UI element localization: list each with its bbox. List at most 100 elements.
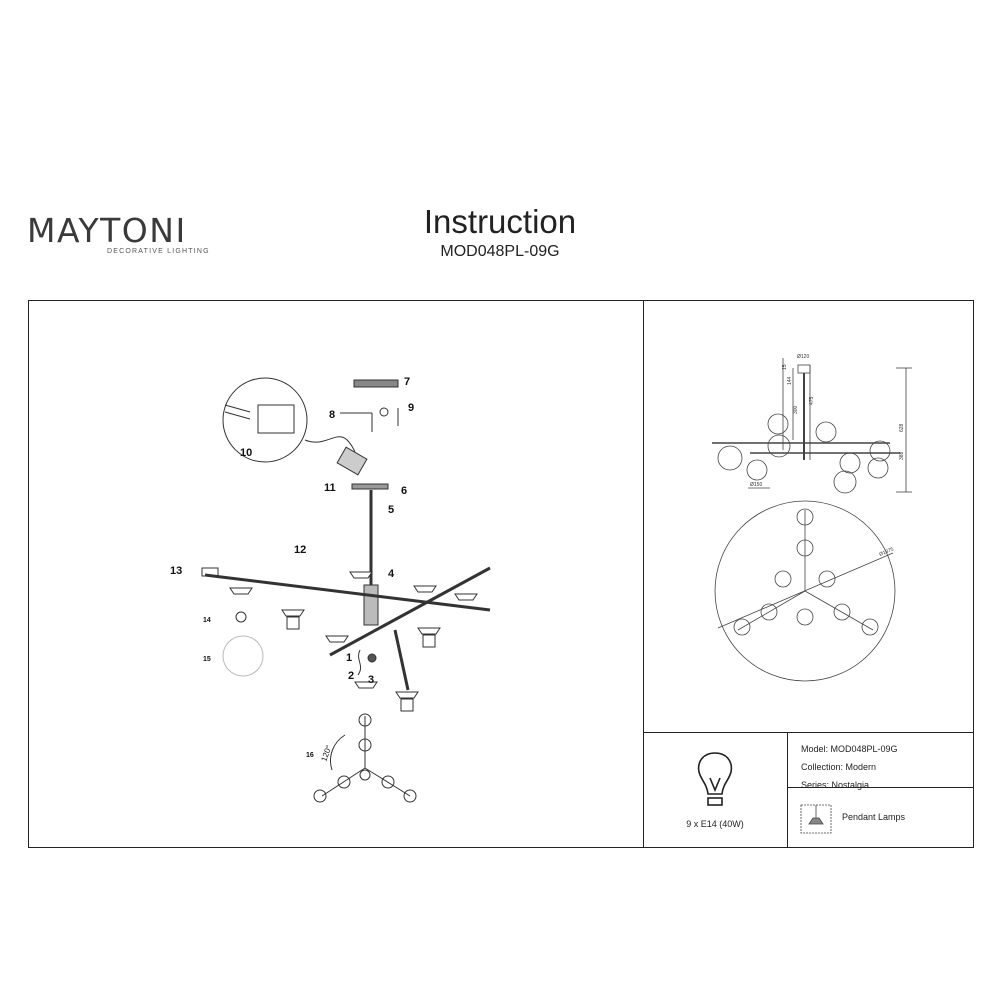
dim-label: 475 — [809, 396, 815, 405]
dim-label: Ø150 — [750, 482, 762, 488]
nut — [367, 653, 377, 663]
globe — [717, 445, 743, 471]
page-title: Instruction — [423, 203, 577, 240]
arm — [393, 629, 410, 691]
view-globe — [833, 603, 851, 621]
diameter-line — [717, 552, 894, 629]
bracket — [379, 407, 389, 417]
canopy-plate — [353, 379, 399, 388]
view-globe — [733, 618, 751, 636]
divider-horizontal — [643, 732, 974, 733]
dim-label: Ø120 — [797, 354, 809, 360]
glass-globe — [222, 635, 264, 677]
callout: 12 — [294, 544, 306, 556]
socket — [417, 627, 441, 635]
view-globe — [359, 769, 371, 781]
divider-spec-row — [787, 787, 974, 788]
globe — [869, 440, 891, 462]
callout: 8 — [329, 409, 335, 421]
dim-label: 15 — [782, 364, 788, 370]
view-globe — [760, 603, 778, 621]
callout: 4 — [388, 568, 395, 580]
angle-arc — [330, 734, 346, 771]
view-globe — [861, 618, 879, 636]
spec-category: Pendant Lamps — [842, 812, 906, 822]
dim-label: 388 — [899, 451, 905, 460]
dim-label: Ø1375 — [878, 546, 894, 557]
callout: 7 — [404, 376, 410, 388]
arm — [329, 566, 491, 657]
callout: 14 — [203, 617, 211, 624]
callout: 5 — [388, 504, 394, 516]
callout: 13 — [170, 565, 182, 577]
callout: 2 — [348, 670, 354, 682]
view-arm — [321, 767, 366, 797]
view-arm — [737, 590, 806, 631]
callout: 1 — [346, 652, 352, 664]
globe — [767, 413, 789, 435]
dim-label: 300 — [793, 405, 799, 414]
detail-bubble — [222, 377, 308, 463]
terminal-block — [257, 404, 295, 434]
view-arm — [364, 767, 411, 797]
spec-series: Series: Nostalgia — [801, 780, 870, 790]
wire — [224, 411, 251, 420]
spec-collection: Collection: Modern — [801, 762, 877, 772]
instruction-frame — [28, 300, 974, 848]
arm — [204, 573, 491, 612]
end-cap — [201, 567, 219, 577]
socket — [454, 593, 478, 601]
callout: 11 — [324, 482, 336, 494]
dim-label: 144 — [787, 376, 793, 385]
socket — [413, 585, 437, 593]
socket — [422, 634, 436, 648]
canopy — [797, 364, 811, 374]
dim-label: 628 — [899, 423, 905, 432]
view-globe — [358, 738, 372, 752]
view-globe — [818, 570, 836, 588]
junction-box — [336, 446, 368, 476]
top-view-outline — [714, 500, 896, 682]
view-globe — [774, 570, 792, 588]
globe — [867, 457, 889, 479]
callout: 6 — [401, 485, 407, 497]
globe — [833, 470, 857, 494]
wire — [357, 649, 362, 676]
socket — [286, 616, 300, 630]
bulb-spec: 9 x E14 (40W) — [686, 819, 744, 829]
callout: 15 — [203, 656, 211, 663]
callout: 9 — [408, 402, 414, 414]
view-arm — [804, 590, 874, 631]
bulb — [235, 611, 247, 623]
socket — [325, 635, 349, 643]
view-globe — [337, 775, 351, 789]
callout: 3 — [368, 674, 374, 686]
socket — [395, 691, 419, 699]
socket — [400, 698, 414, 712]
canopy-cup — [351, 483, 389, 490]
pendant-lamp-icon — [800, 804, 832, 834]
view-globe — [381, 775, 395, 789]
model-number: MOD048PL-09G — [440, 243, 560, 260]
view-globe — [796, 539, 814, 557]
globe — [746, 459, 768, 481]
globe — [767, 434, 791, 458]
socket — [349, 571, 373, 579]
globe — [815, 421, 837, 443]
logo-tagline: DECORATIVE LIGHTING — [107, 248, 210, 255]
divider-vertical — [643, 301, 644, 847]
socket — [229, 587, 253, 595]
view-globe — [358, 713, 372, 727]
logo-wordmark: MAYTONI — [27, 211, 187, 250]
wire — [304, 436, 356, 453]
divider-spec — [787, 732, 788, 847]
view-globe — [403, 789, 417, 803]
callout: 16 — [306, 752, 314, 759]
socket — [354, 681, 378, 689]
view-globe — [313, 789, 327, 803]
globe — [839, 452, 861, 474]
view-globe — [796, 508, 814, 526]
spec-model: Model: MOD048PL-09G — [801, 744, 898, 754]
